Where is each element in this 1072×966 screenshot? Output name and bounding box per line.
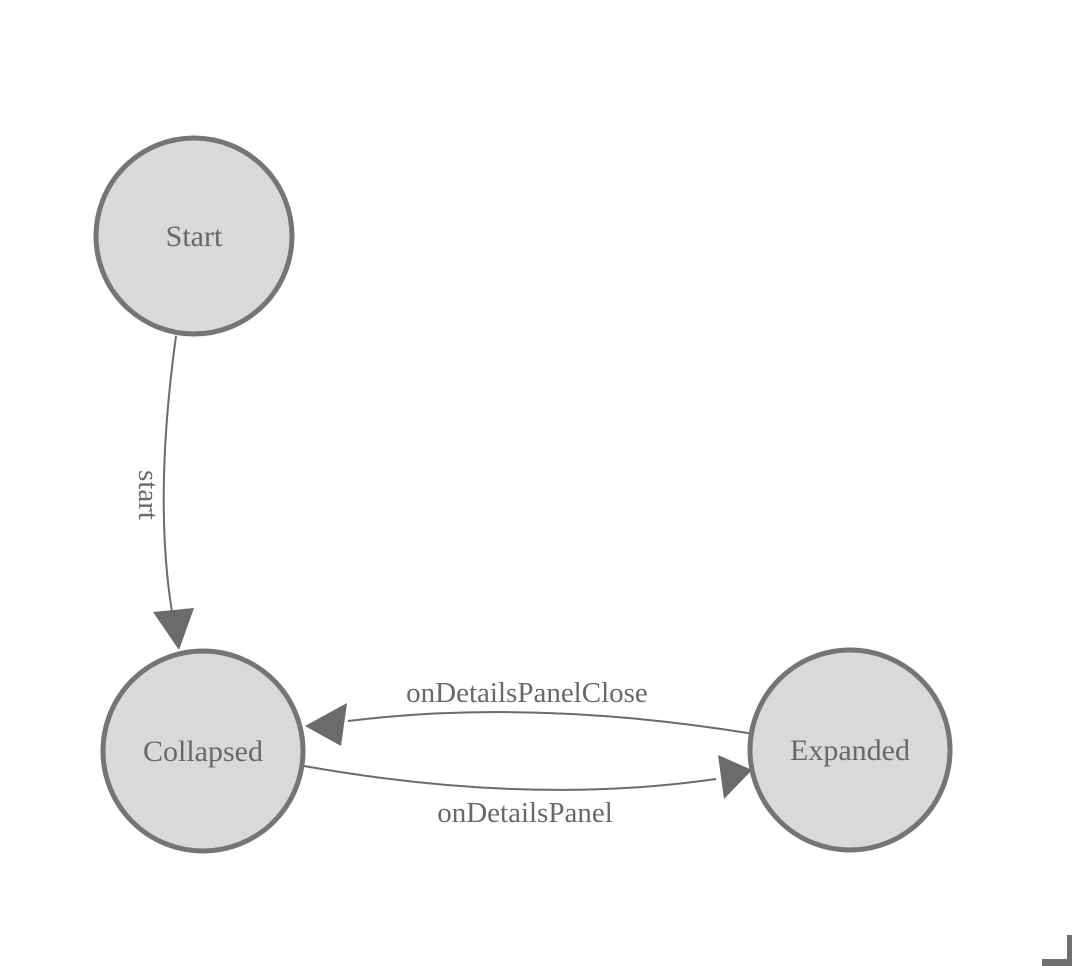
frame-corner-vertical [1067, 935, 1072, 965]
frame-corner-horizontal [1042, 959, 1072, 966]
state-node-expanded-label: Expanded [790, 734, 910, 767]
state-node-expanded[interactable]: Expanded [747, 647, 953, 853]
edge-start-to-collapsed: start [132, 335, 194, 650]
arrowhead-down-icon [153, 608, 194, 650]
edge-expanded-to-collapsed: onDetailsPanelClose [305, 677, 755, 746]
edge-label-on-details-panel: onDetailsPanel [437, 797, 613, 829]
edge-label-on-details-panel-close: onDetailsPanelClose [406, 677, 648, 709]
arrowhead-right-icon [718, 755, 752, 799]
edge-collapsed-to-expanded: onDetailsPanel [303, 755, 752, 829]
edge-expanded-to-collapsed-path [347, 711, 755, 735]
state-node-start-label: Start [166, 220, 223, 253]
state-node-expanded-circle[interactable] [747, 647, 953, 853]
state-node-start-circle[interactable] [93, 135, 295, 337]
state-node-start[interactable]: Start [93, 135, 295, 337]
state-node-collapsed-circle[interactable] [100, 648, 306, 854]
edge-start-to-collapsed-path [162, 335, 177, 613]
frame-corner [1042, 935, 1072, 966]
state-node-collapsed[interactable]: Collapsed [100, 648, 306, 854]
arrowhead-left-icon [305, 703, 347, 746]
state-node-collapsed-label: Collapsed [143, 735, 263, 768]
edge-collapsed-to-expanded-path [303, 765, 717, 791]
edge-label-start: start [132, 470, 164, 520]
